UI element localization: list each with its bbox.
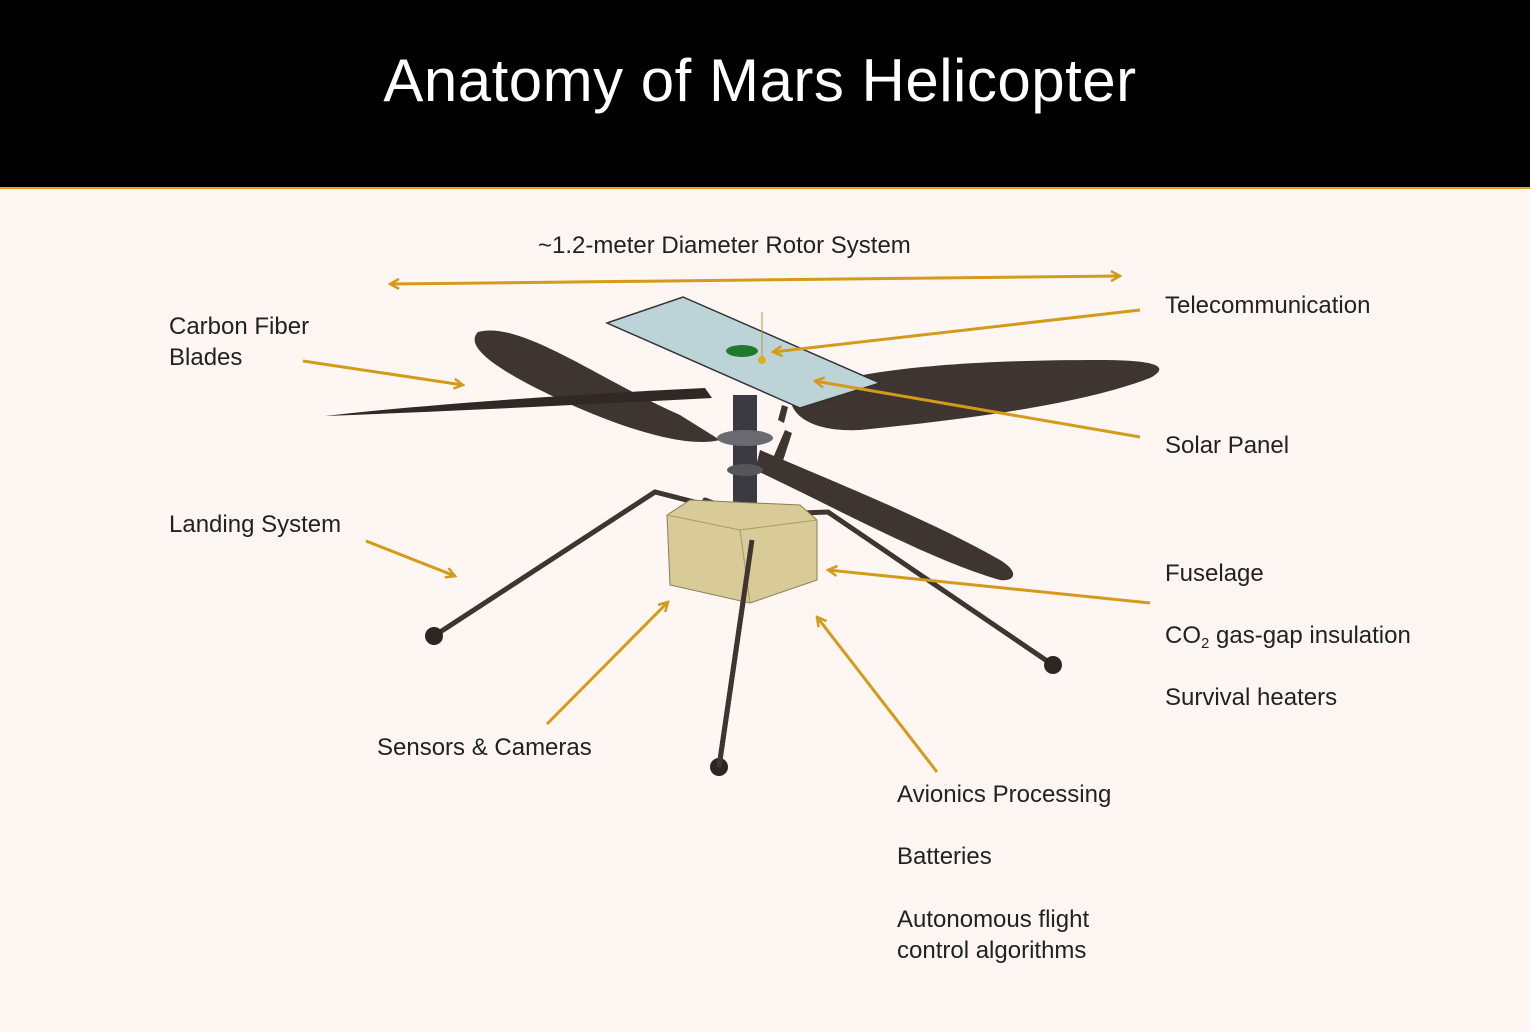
landing-arrow bbox=[365, 539, 455, 576]
co2-label: CO2 gas-gap insulation bbox=[1165, 620, 1411, 651]
upper-blade-left bbox=[325, 388, 712, 416]
landing-label: Landing System bbox=[169, 511, 342, 538]
co2-prefix: CO bbox=[1165, 622, 1201, 649]
blades-label-line2: Blades bbox=[169, 344, 243, 371]
sensors-label: Sensors & Cameras bbox=[377, 734, 592, 761]
solar-label: Solar Panel bbox=[1165, 432, 1290, 459]
sensors-arrow bbox=[545, 602, 668, 726]
rotor-diameter-arrow bbox=[390, 276, 1120, 284]
title-bar: Anatomy of Mars Helicopter bbox=[0, 0, 1530, 189]
co2-suffix: gas-gap insulation bbox=[1209, 622, 1411, 649]
autonomy-label-line2: control algorithms bbox=[897, 937, 1087, 964]
heaters-label: Survival heaters bbox=[1165, 684, 1338, 711]
blades-label-line1: Carbon Fiber bbox=[169, 313, 310, 340]
avionics-arrow bbox=[817, 617, 939, 773]
telecom-arrow bbox=[773, 308, 1141, 352]
fuselage-arrow bbox=[828, 570, 1151, 605]
blades-arrow bbox=[302, 359, 463, 385]
solar-arrow bbox=[815, 381, 1141, 439]
upper-blade-right bbox=[790, 360, 1160, 431]
telecom-label: Telecommunication bbox=[1165, 292, 1371, 319]
lower-blade-left bbox=[474, 330, 720, 442]
blades-label: Carbon Fiber Blades bbox=[169, 311, 309, 373]
helicopter-illustration bbox=[325, 296, 1160, 776]
callout-arrows bbox=[302, 276, 1151, 773]
avionics-label: Avionics Processing bbox=[897, 781, 1112, 808]
fuselage-body bbox=[666, 499, 818, 604]
co2-sub: 2 bbox=[1201, 635, 1210, 652]
lower-blade-right bbox=[755, 450, 1014, 581]
fuselage-label: Fuselage bbox=[1165, 560, 1264, 587]
page-title: Anatomy of Mars Helicopter bbox=[383, 47, 1137, 114]
autonomy-label: Autonomous flight control algorithms bbox=[897, 904, 1089, 966]
rotor-label: ~1.2-meter Diameter Rotor System bbox=[538, 232, 911, 259]
autonomy-label-line1: Autonomous flight bbox=[897, 906, 1090, 933]
batteries-label: Batteries bbox=[897, 843, 992, 870]
